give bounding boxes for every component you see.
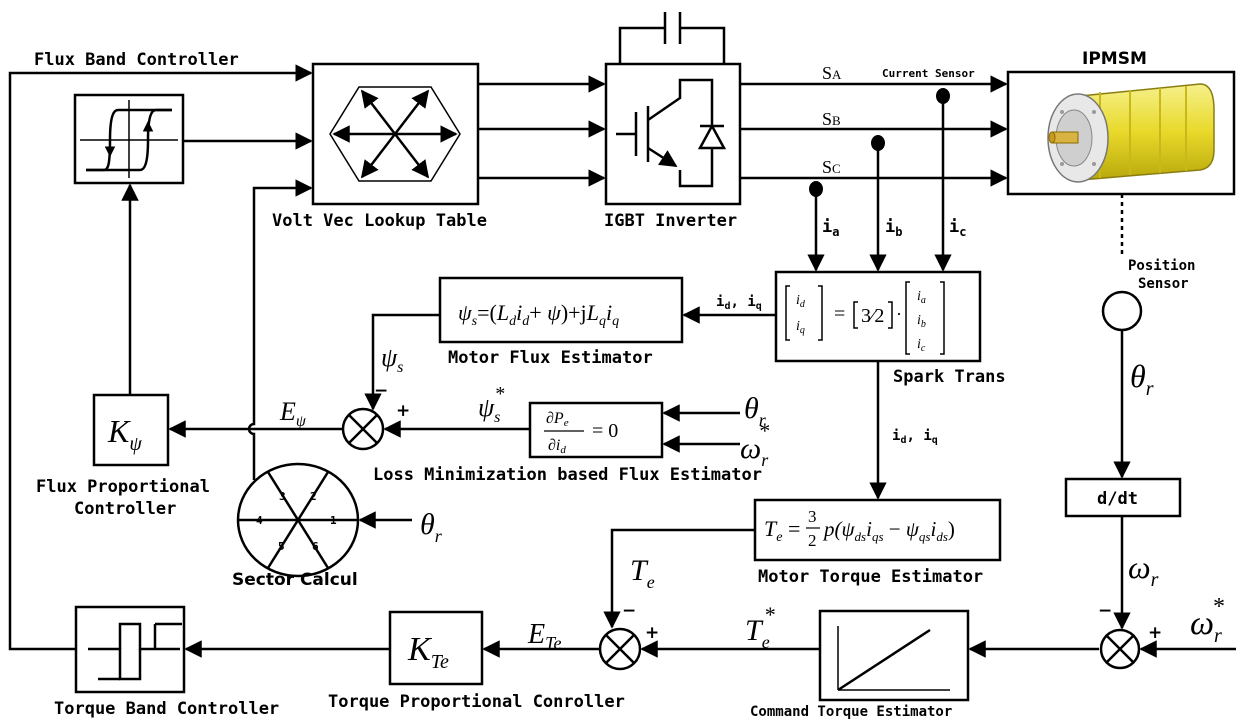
sector-to-lookup-line: [247, 179, 313, 480]
ddt-label: d/dt: [1097, 489, 1138, 509]
sector-3: 3: [279, 490, 286, 503]
sector-5: 5: [278, 540, 285, 553]
flux-minus: −: [374, 381, 388, 401]
flux-proportional-label-2: Controller: [74, 499, 176, 519]
spark-trans-block: id iq = 3⁄2 · ia ib ic: [774, 270, 982, 363]
torque-band-controller-block: [74, 605, 186, 694]
sb-label: SB: [822, 109, 841, 129]
svg-text:ia: ia: [917, 289, 926, 306]
e-psi-label: Eψ: [279, 397, 307, 430]
speed-minus: −: [1098, 601, 1112, 621]
motor-torque-estimator-block: [753, 498, 1002, 562]
current-sensor-label: Current Sensor: [882, 67, 975, 80]
svg-text:2: 2: [808, 531, 817, 550]
position-sensor-label-2: Sensor: [1138, 276, 1189, 292]
sector-4: 4: [256, 514, 263, 527]
ib-label: ib: [885, 217, 902, 239]
psi-s-star-label: ψs*: [478, 383, 504, 426]
svg-text:·: ·: [896, 304, 902, 324]
theta-r-sector: θr: [420, 508, 443, 546]
position-sensor-label-1: Position: [1128, 258, 1195, 274]
volt-vec-lookup-label: Volt Vec Lookup Table: [272, 211, 487, 231]
flux-est-to-sum-line: [364, 313, 440, 411]
idq-top-label: id, iq: [716, 294, 762, 312]
omega-r-label: ωr: [1128, 549, 1159, 591]
torque-proportional-block: [388, 610, 484, 686]
command-torque-block: [818, 609, 970, 702]
flux-proportional-block: [92, 393, 170, 467]
svg-text:ic: ic: [917, 337, 926, 354]
omega-r-star-label: ωr*: [1190, 594, 1224, 647]
flux-summing-junction: [341, 407, 385, 451]
torque-plus: +: [645, 623, 659, 643]
position-label-bg: [1112, 256, 1212, 292]
motor-image-icon: [1047, 83, 1215, 183]
sector-6: 6: [312, 540, 319, 553]
theta-r-position: θr: [1130, 358, 1154, 400]
sector-2: 2: [310, 490, 317, 503]
torque-proportional-label: Torque Proportional Conroller: [328, 692, 625, 712]
capacitor-icon: [618, 12, 726, 64]
te-star-label: Te*: [745, 602, 775, 652]
flux-plus: +: [396, 401, 410, 421]
svg-text:iq: iq: [796, 319, 805, 336]
sector-calc-label: Sector Calcul: [232, 570, 358, 590]
speed-summing-junction: [1099, 628, 1141, 670]
flux-band-controller-block: [73, 93, 185, 185]
te-label: Te: [630, 554, 655, 592]
svg-text:3: 3: [808, 507, 817, 526]
motor-flux-estimator-label: Motor Flux Estimator: [448, 348, 653, 368]
idq-bottom-label: id, iq: [892, 428, 938, 446]
loss-minimization-label: Loss Minimization based Flux Estimator: [373, 465, 762, 485]
torque-minus: −: [622, 601, 636, 621]
loss-minimization-block: [528, 401, 664, 459]
torque-band-controller-label: Torque Band Controller: [54, 699, 279, 719]
hysteresis-icon: [80, 100, 178, 178]
ipmsm-label: IPMSM: [1082, 49, 1147, 69]
svg-text:p(ψdsiqs − ψqsids): p(ψdsiqs − ψqsids): [822, 517, 955, 544]
svg-text:= 0: = 0: [592, 420, 618, 442]
volt-vec-lookup-block: [311, 62, 480, 206]
k-te-label: KTe: [407, 631, 449, 673]
flux-band-controller-label: Flux Band Controller: [34, 50, 239, 70]
flux-equation: ψs=(Ldid+ ψ)+jLqiq: [458, 300, 619, 329]
voltage-vector-hexagon-icon: [329, 86, 461, 182]
ia-label: ia: [822, 217, 839, 239]
omega-r-star-loss: ωr*: [740, 418, 769, 470]
speed-plus: +: [1148, 623, 1162, 643]
flux-proportional-label-1: Flux Proportional: [36, 477, 210, 497]
motor-flux-estimator-block: [438, 276, 684, 344]
torque-summing-junction: [598, 627, 642, 671]
command-torque-label: Command Torque Estimator: [750, 704, 952, 720]
ic-label: ic: [949, 217, 966, 239]
svg-text:ib: ib: [917, 313, 926, 330]
torque-est-to-sum-line: [603, 528, 755, 629]
igbt-inverter-label: IGBT Inverter: [604, 211, 737, 231]
svg-text:=: =: [788, 516, 800, 541]
sc-label: SC: [822, 157, 841, 177]
svg-text:id: id: [796, 293, 806, 310]
igbt-switch-icon: [616, 78, 727, 188]
motor-torque-estimator-label: Motor Torque Estimator: [758, 567, 983, 587]
current-sensor-taps: [807, 88, 952, 272]
sector-calculation-wheel: 3 2 1 6 5 4: [236, 462, 360, 578]
svg-text:3⁄2: 3⁄2: [861, 305, 884, 327]
sa-label: SA: [822, 63, 842, 83]
sector-1: 1: [330, 514, 337, 527]
svg-text:=: =: [834, 303, 845, 325]
ipmsm-motor-block: [1006, 70, 1236, 196]
e-te-label: ETe: [527, 619, 561, 653]
igbt-inverter-block: [604, 12, 742, 206]
position-sensor-icon: [1101, 290, 1143, 332]
svg-text:∂Pe: ∂Pe: [546, 410, 569, 429]
spark-trans-label: Spark Trans: [893, 367, 1006, 387]
torque-band-to-lookup-line: [8, 64, 313, 651]
psi-s-label: ψs: [381, 343, 403, 376]
phase-lines: [740, 75, 1008, 187]
